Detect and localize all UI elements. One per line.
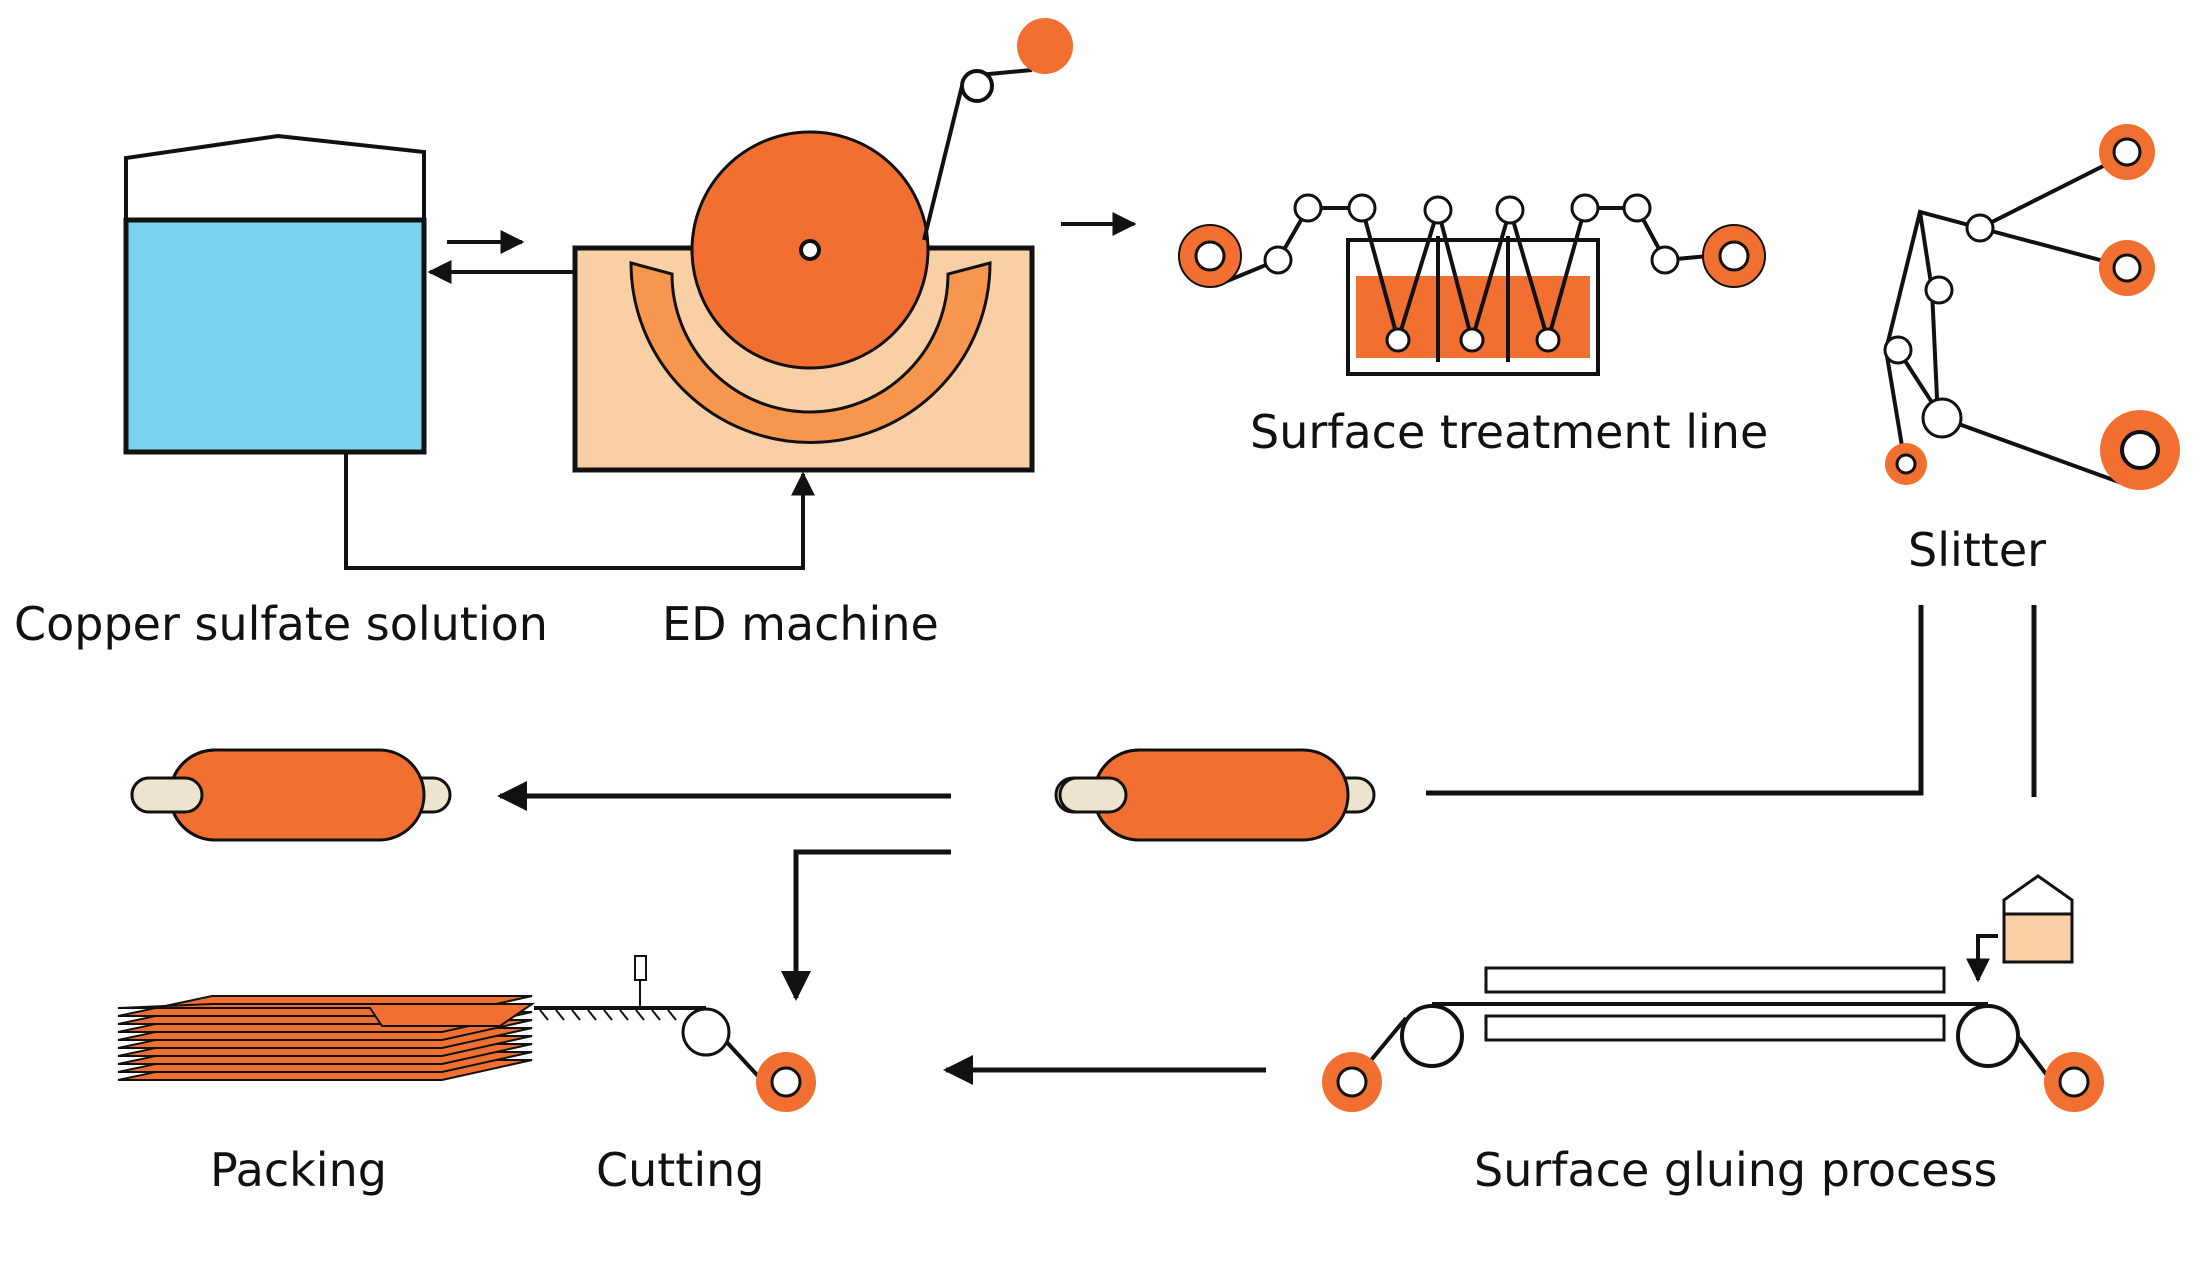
- slitter-output-lines: [1426, 605, 2037, 797]
- label-slitter: Slitter: [1908, 523, 2046, 577]
- label-surface-gluing: Surface gluing process: [1474, 1143, 1998, 1197]
- foil-roll-middle: [1054, 748, 1376, 842]
- packing-sheet-stack: [117, 995, 536, 1081]
- copper-sulfate-tank: [123, 133, 427, 455]
- slitter: [1883, 124, 2180, 490]
- label-copper-sulfate: Copper sulfate solution: [14, 597, 548, 651]
- label-ed-machine: ED machine: [662, 597, 939, 651]
- flow-arrow-to-cutting: [781, 849, 951, 1001]
- foil-roll-left: [130, 748, 452, 842]
- surface-treatment-line: [1178, 193, 1766, 376]
- cutting-machine: [534, 955, 816, 1112]
- label-cutting: Cutting: [596, 1143, 764, 1197]
- label-packing: Packing: [210, 1143, 387, 1197]
- label-surface-treatment: Surface treatment line: [1250, 405, 1768, 459]
- return-pipe: [344, 452, 815, 570]
- surface-gluing-process: [1322, 874, 2104, 1112]
- ed-machine: [572, 18, 1073, 473]
